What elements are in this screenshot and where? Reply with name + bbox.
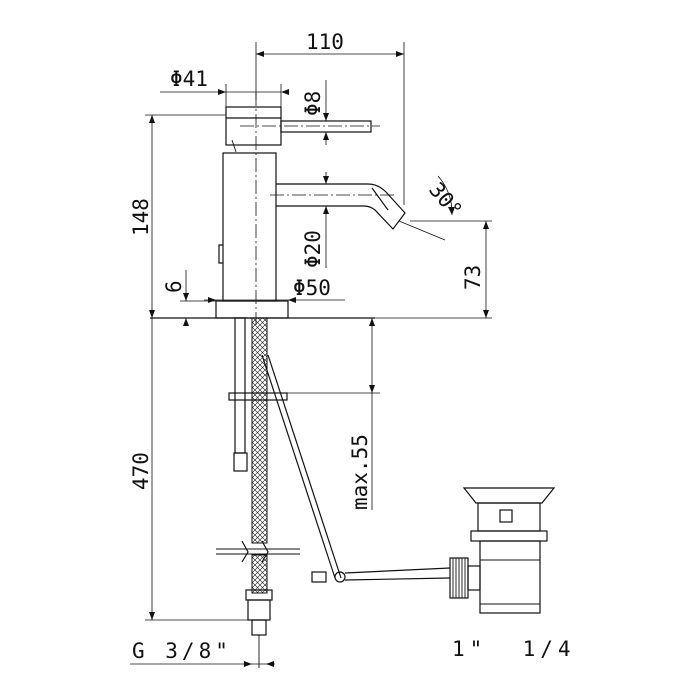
label-1-1-4: 1" 1/4 bbox=[452, 637, 576, 661]
dim-470 bbox=[145, 318, 252, 621]
dim-148 bbox=[145, 114, 226, 318]
label-110: 110 bbox=[306, 30, 344, 54]
faucet-body bbox=[215, 92, 289, 325]
label-g-3-8: G 3/8" bbox=[132, 639, 232, 663]
dim-8 bbox=[323, 80, 329, 145]
dim-41 bbox=[160, 84, 289, 107]
label-73: 73 bbox=[461, 265, 485, 290]
label-max-55: max.55 bbox=[348, 434, 372, 510]
spout bbox=[270, 183, 406, 230]
label-diameter-50: Φ50 bbox=[293, 276, 331, 300]
dim-110 bbox=[255, 42, 405, 205]
label-angle-30: 30° bbox=[424, 178, 467, 222]
dim-g38 bbox=[130, 661, 275, 667]
dim-6 bbox=[180, 270, 216, 326]
pop-up-waste bbox=[449, 487, 556, 614]
supply-hose bbox=[216, 317, 300, 668]
label-diameter-41: Φ41 bbox=[170, 67, 208, 91]
dim-50 bbox=[204, 297, 345, 303]
lever-handle bbox=[240, 120, 380, 133]
label-148: 148 bbox=[129, 198, 153, 236]
dim-30 bbox=[398, 175, 455, 241]
pull-rod bbox=[228, 317, 451, 583]
dim-73 bbox=[375, 220, 492, 319]
dim-20 bbox=[323, 172, 329, 268]
dim-max55 bbox=[287, 318, 380, 510]
label-470: 470 bbox=[129, 452, 153, 490]
label-6: 6 bbox=[162, 280, 186, 293]
label-diameter-20: Φ20 bbox=[301, 230, 325, 268]
label-diameter-8: Φ8 bbox=[301, 91, 325, 116]
